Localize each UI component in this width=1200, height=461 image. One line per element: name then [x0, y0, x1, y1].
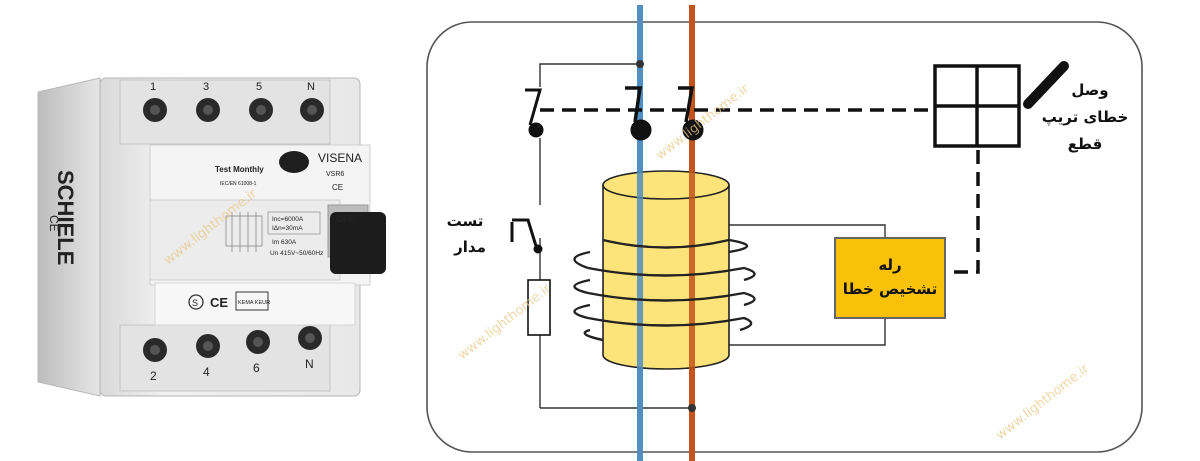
spec-line-3: Im 630A [272, 239, 297, 246]
fault-relay [834, 237, 946, 319]
trip-lever [1023, 61, 1069, 109]
relay-label-line-2: تشخیص خطا [843, 280, 938, 298]
test-label-line-2: مدار [453, 238, 486, 256]
spec-line-4: Un 415V~50/60Hz [270, 250, 323, 257]
spec-box [267, 211, 321, 235]
bottom-terminal-n: N [305, 357, 314, 371]
trip-mechanism [933, 61, 1069, 148]
spec-line-2: IΔn=30mA [272, 225, 303, 232]
kema-mark-box [235, 291, 269, 311]
model-line: VISENA [318, 151, 362, 165]
junction-dot [636, 60, 644, 68]
top-terminal-3: 3 [203, 81, 209, 93]
device-side-panel [37, 77, 101, 397]
test-label-line-1: تست [447, 212, 484, 230]
test-monthly-label: Test Monthly [215, 165, 264, 174]
trip-label-fault: خطای تریپ [1042, 108, 1129, 126]
front-cert-marks: CE [332, 183, 343, 192]
mechanical-linkage [540, 108, 980, 274]
trip-label-disconnect: قطع [1068, 135, 1103, 153]
toroid-core [602, 170, 730, 370]
schematic-frame [426, 21, 1143, 453]
model-code: VSR6 [326, 171, 344, 178]
bottom-terminal-2: 2 [150, 369, 157, 383]
bottom-terminal-6: 6 [253, 361, 260, 375]
s-mark: S [192, 298, 198, 308]
kema-mark: KEMA KEUR [238, 300, 270, 306]
top-terminal-5: 5 [256, 81, 262, 93]
off-label: OFF [336, 214, 354, 224]
control-wiring [539, 63, 886, 409]
spec-line-1: Inc=6000A [272, 216, 304, 223]
label-plate [149, 199, 341, 281]
test-resistor [527, 279, 551, 336]
junction-dot [688, 404, 696, 412]
toggle-lever[interactable] [330, 212, 386, 274]
bottom-terminal-4: 4 [203, 365, 210, 379]
top-terminal-screws [143, 98, 324, 122]
s-mark-icon [188, 294, 204, 310]
rcd-schematic: رله تشخیص خطا وصل خطای تریپ قطع تست مدار [426, 5, 1143, 461]
label-schematic [225, 212, 263, 252]
trip-label-connect: وصل [1071, 81, 1108, 99]
bottom-terminal-screws [143, 326, 322, 362]
relay-label-line-1: رله [878, 256, 901, 274]
watermark: www.lighthome.ir [653, 81, 752, 163]
side-cert-marks: CE [47, 215, 61, 232]
rcd-device: 1 3 5 N 2 4 6 N SCHIELE CE Test Monthly … [37, 77, 386, 397]
cover-strip [154, 282, 356, 326]
brand-logo: SCHIELE [53, 170, 78, 265]
top-terminal-n: N [307, 81, 315, 93]
top-terminal-1: 1 [150, 81, 156, 93]
test-switch [510, 218, 543, 254]
watermark: www.lighthome.ir [993, 361, 1092, 443]
ce-mark: CE [210, 295, 228, 310]
coil-winding [573, 238, 756, 342]
test-button[interactable] [279, 151, 309, 173]
standard-label: IEC/EN 61008-1 [220, 181, 257, 187]
